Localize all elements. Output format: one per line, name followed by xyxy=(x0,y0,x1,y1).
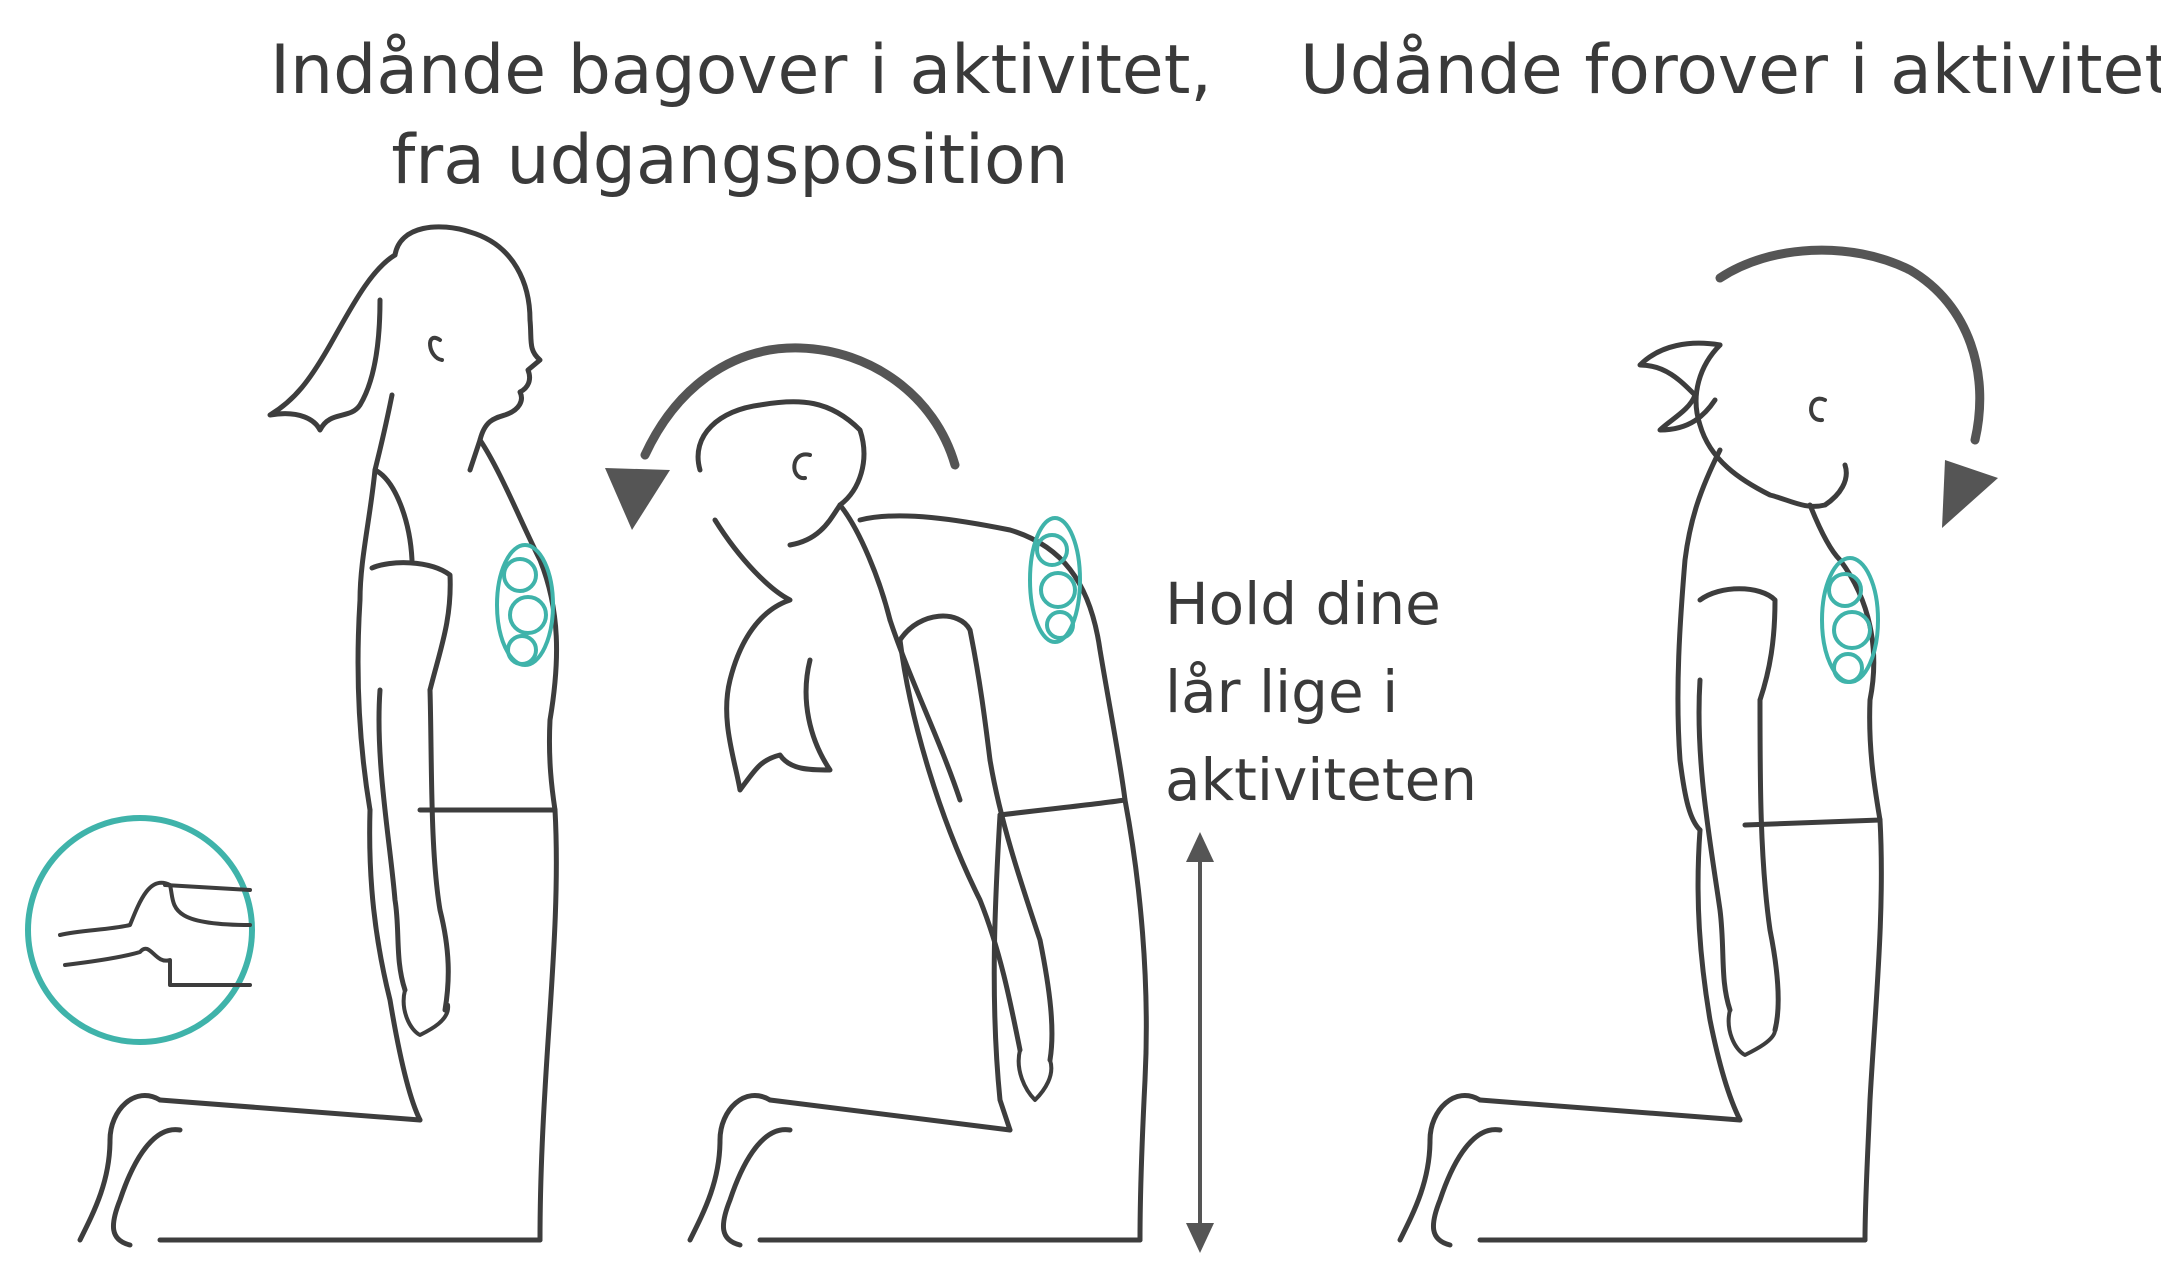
vertical-double-arrow-icon xyxy=(1186,832,1214,1253)
figure-leaning-forward xyxy=(1400,343,1881,1245)
mandala-pattern xyxy=(497,545,553,665)
mandala-pattern xyxy=(1030,518,1080,642)
figure-leaning-backward xyxy=(690,402,1146,1245)
figure-upright-kneeling xyxy=(80,227,557,1245)
curved-arrow-counterclockwise-icon xyxy=(605,348,955,530)
curved-arrow-clockwise-icon xyxy=(1720,250,1998,528)
circle-inset-feet xyxy=(28,818,252,1042)
